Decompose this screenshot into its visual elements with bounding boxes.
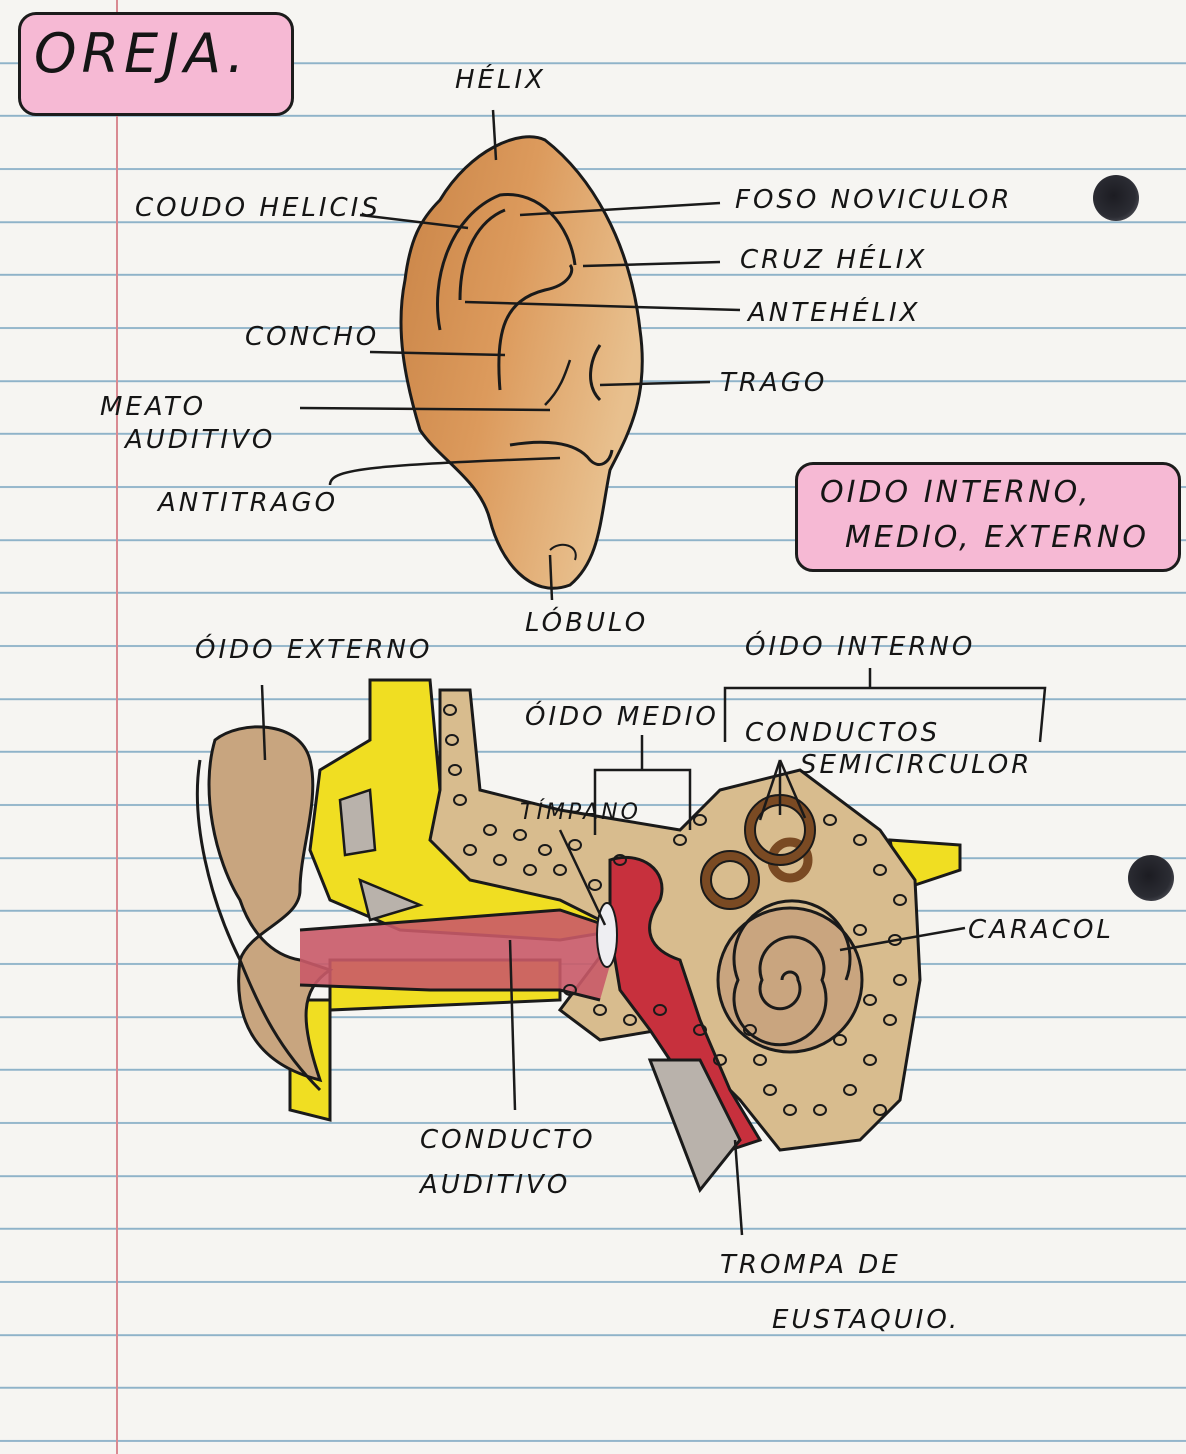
label-meato-line-1: MEATO xyxy=(100,392,206,422)
label-fosa-navicular: FOSO NOVICULOR xyxy=(735,185,1012,215)
label-antehelix: ANTEHÉLIX xyxy=(748,298,921,328)
subtitle-line-1: OIDO INTERNO, xyxy=(820,475,1092,510)
page-title: OREJA. xyxy=(34,22,249,85)
subtitle-line-2: MEDIO, EXTERNO xyxy=(845,520,1149,555)
label-oido-medio: ÓIDO MEDIO xyxy=(525,702,719,732)
label-meato-line-2: AUDITIVO xyxy=(125,425,275,455)
outer-ear-illustration xyxy=(401,137,642,588)
label-trago: TRAGO xyxy=(720,368,827,398)
label-timpano: TÍMPANO xyxy=(520,800,641,825)
label-oido-interno: ÓIDO INTERNO xyxy=(745,632,975,662)
label-conductos-line-2: SEMICIRCULOR xyxy=(800,750,1032,780)
label-caracol: CARACOL xyxy=(968,915,1114,945)
label-trompa-line-2: EUSTAQUIO. xyxy=(772,1305,960,1335)
label-antitrago: ANTITRAGO xyxy=(158,488,338,518)
label-concha: CONCHO xyxy=(245,322,379,352)
label-lobulo: LÓBULO xyxy=(525,608,648,638)
label-cauda-helicis: COUDO HELICIS xyxy=(135,193,381,223)
label-cruz-helix: CRUZ HÉLIX xyxy=(740,245,927,275)
label-helix: HÉLIX xyxy=(455,65,546,95)
label-conductos-line-1: CONDUCTOS xyxy=(745,718,940,748)
label-conducto-line-2: AUDITIVO xyxy=(420,1170,570,1200)
label-oido-externo: ÓIDO EXTERNO xyxy=(195,635,432,665)
label-conducto-line-1: CONDUCTO xyxy=(420,1125,596,1155)
label-trompa-line-1: TROMPA DE xyxy=(720,1250,901,1280)
